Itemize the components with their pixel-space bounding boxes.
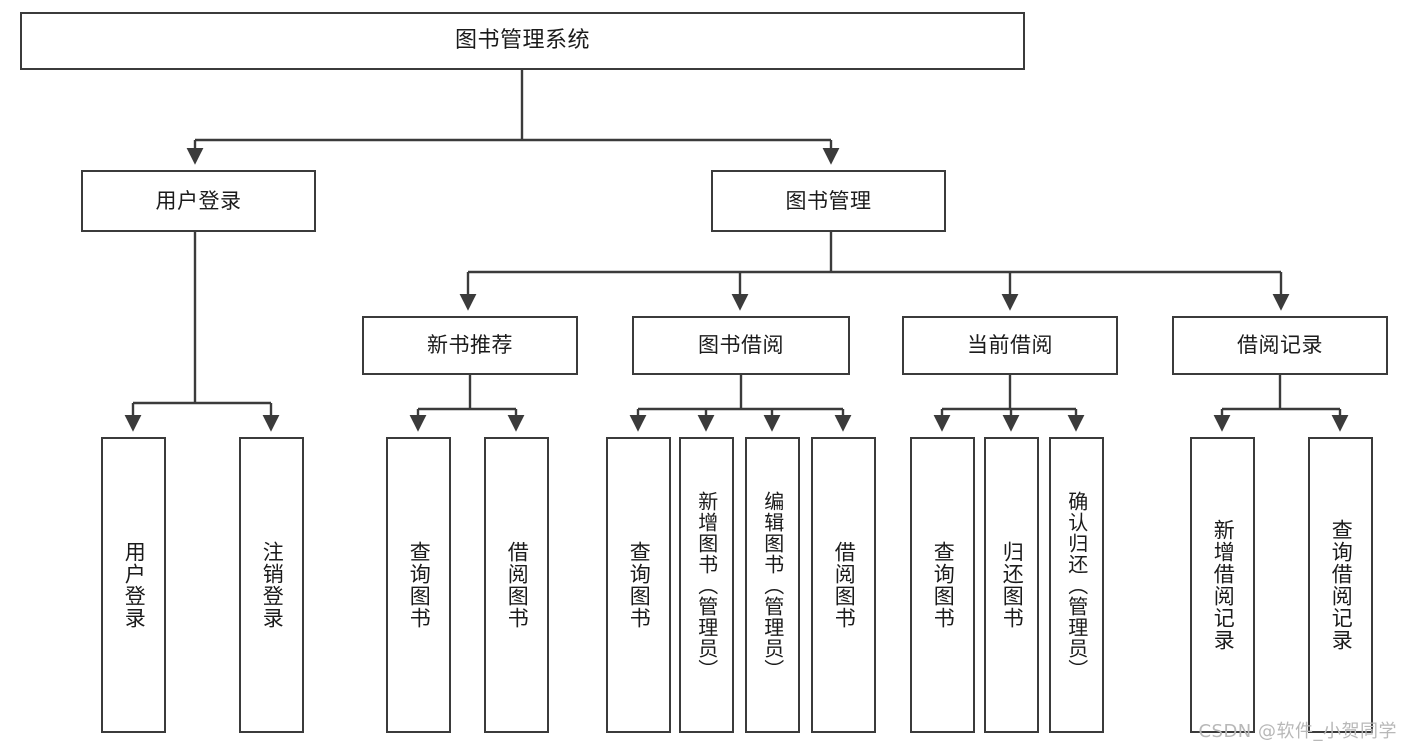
leaf-query-book-2[interactable]: 查询图书 xyxy=(606,437,671,733)
leaf-query-book-1[interactable]: 查询图书 xyxy=(386,437,451,733)
leaf-add-book[interactable]: 新增图书（管理员） xyxy=(679,437,734,733)
leaf-query-record[interactable]: 查询借阅记录 xyxy=(1308,437,1373,733)
leaf-logout-label: 注销登录 xyxy=(260,541,285,629)
leaf-edit-book-label: 编辑图书（管理员） xyxy=(760,490,785,680)
leaf-user-login-label: 用户登录 xyxy=(122,541,147,629)
leaf-return-book[interactable]: 归还图书 xyxy=(984,437,1039,733)
node-book-borrow-label: 图书借阅 xyxy=(698,333,784,358)
leaf-borrow-book-1-label: 借阅图书 xyxy=(505,541,530,629)
node-current-borrow[interactable]: 当前借阅 xyxy=(902,316,1118,375)
leaf-query-book-2-label: 查询图书 xyxy=(627,541,652,629)
leaf-user-login[interactable]: 用户登录 xyxy=(101,437,166,733)
leaf-logout[interactable]: 注销登录 xyxy=(239,437,304,733)
node-book-manage[interactable]: 图书管理 xyxy=(711,170,946,232)
node-new-book-rec-label: 新书推荐 xyxy=(427,333,513,358)
leaf-query-record-label: 查询借阅记录 xyxy=(1329,519,1354,651)
node-borrow-record[interactable]: 借阅记录 xyxy=(1172,316,1388,375)
leaf-add-book-label: 新增图书（管理员） xyxy=(694,490,719,680)
leaf-add-record[interactable]: 新增借阅记录 xyxy=(1190,437,1255,733)
leaf-borrow-book-2[interactable]: 借阅图书 xyxy=(811,437,876,733)
node-book-borrow[interactable]: 图书借阅 xyxy=(632,316,850,375)
leaf-borrow-book-1[interactable]: 借阅图书 xyxy=(484,437,549,733)
node-root-label: 图书管理系统 xyxy=(454,28,590,54)
leaf-confirm-return[interactable]: 确认归还（管理员） xyxy=(1049,437,1104,733)
leaf-query-book-3[interactable]: 查询图书 xyxy=(910,437,975,733)
leaf-borrow-book-2-label: 借阅图书 xyxy=(832,541,857,629)
node-root[interactable]: 图书管理系统 xyxy=(20,12,1025,70)
leaf-confirm-return-label: 确认归还（管理员） xyxy=(1064,490,1089,680)
leaf-edit-book[interactable]: 编辑图书（管理员） xyxy=(745,437,800,733)
node-new-book-rec[interactable]: 新书推荐 xyxy=(362,316,578,375)
leaf-query-book-3-label: 查询图书 xyxy=(931,541,956,629)
node-borrow-record-label: 借阅记录 xyxy=(1237,333,1323,358)
csdn-watermark: CSDN @软件_小贺同学 xyxy=(1198,721,1397,742)
node-current-borrow-label: 当前借阅 xyxy=(967,333,1053,358)
node-user-login[interactable]: 用户登录 xyxy=(81,170,316,232)
leaf-query-book-1-label: 查询图书 xyxy=(407,541,432,629)
leaf-return-book-label: 归还图书 xyxy=(1000,541,1025,629)
leaf-add-record-label: 新增借阅记录 xyxy=(1211,519,1236,651)
node-user-login-label: 用户登录 xyxy=(155,188,242,213)
node-book-manage-label: 图书管理 xyxy=(785,188,872,213)
